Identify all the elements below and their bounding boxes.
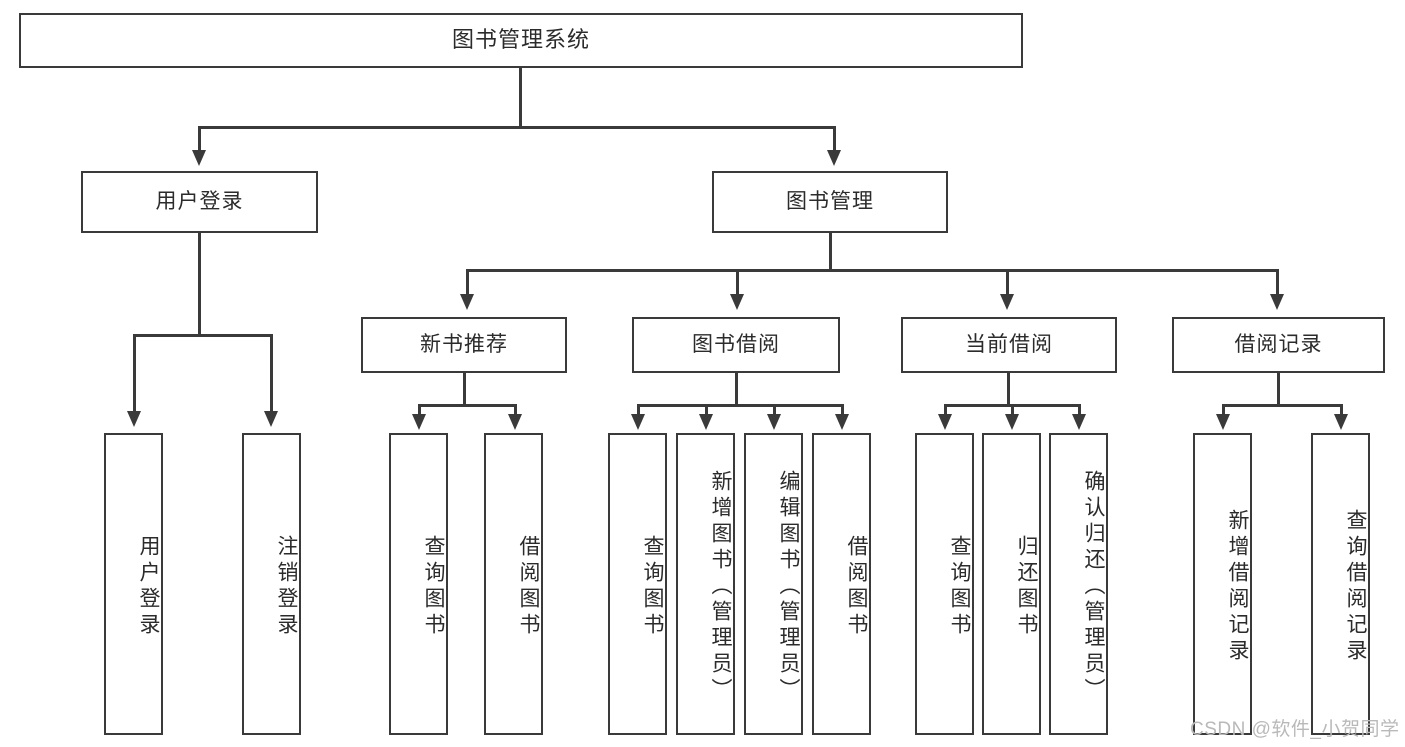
edge-nbr-leaf2 (514, 404, 517, 415)
arrow-down-icon-cb-leaf1 (938, 414, 952, 430)
leaf-user-login[interactable]: 用户登录 (104, 433, 163, 735)
leaf-return-book-label: 归还图书 (1015, 535, 1038, 639)
arrow-down-icon-new-book (460, 294, 474, 310)
leaf-logout-login[interactable]: 注销登录 (242, 433, 301, 735)
leaf-add-record-label: 新增借阅记录 (1226, 509, 1249, 665)
edge-bm-to-current-borrow (1006, 269, 1009, 295)
edge-bb-stem (735, 373, 738, 406)
node-book-borrow[interactable]: 图书借阅 (632, 317, 840, 373)
arrow-down-icon-current-borrow (1000, 294, 1014, 310)
arrow-down-icon-br-leaf2 (1334, 414, 1348, 430)
edge-nbr-bus (418, 404, 516, 407)
edge-br-leaf1 (1222, 404, 1225, 415)
node-new-book-recommend[interactable]: 新书推荐 (361, 317, 567, 373)
edge-user-login-leaf1 (133, 334, 136, 413)
edge-cb-leaf3 (1078, 404, 1081, 415)
edge-bb-leaf3 (773, 404, 776, 415)
node-current-borrow-label: 当前借阅 (965, 333, 1053, 357)
edge-bm-to-borrow-record (1276, 269, 1279, 295)
arrow-down-icon-bb-leaf3 (767, 414, 781, 430)
edge-bb-leaf2 (705, 404, 708, 415)
edge-cb-leaf1 (944, 404, 947, 415)
arrow-down-icon-leaf-user-login (127, 411, 141, 427)
edge-book-management-bus (466, 269, 1278, 272)
leaf-confirm-return-label: 确认归还（管理员） (1082, 470, 1105, 704)
edge-user-login-bus (133, 334, 272, 337)
edge-root-bus (198, 126, 835, 129)
edge-bb-bus (637, 404, 843, 407)
edge-br-bus (1222, 404, 1342, 407)
edge-bb-leaf1 (637, 404, 640, 415)
node-current-borrow[interactable]: 当前借阅 (901, 317, 1117, 373)
node-new-book-recommend-label: 新书推荐 (420, 333, 508, 357)
arrow-down-icon-bb-leaf2 (699, 414, 713, 430)
node-book-borrow-label: 图书借阅 (692, 333, 780, 357)
leaf-borrow-book-1[interactable]: 借阅图书 (484, 433, 543, 735)
leaf-return-book[interactable]: 归还图书 (982, 433, 1041, 735)
edge-root-to-book-management (833, 126, 836, 150)
edge-nbr-stem (463, 373, 466, 406)
leaf-add-book[interactable]: 新增图书（管理员） (676, 433, 735, 735)
leaf-query-book-3[interactable]: 查询图书 (915, 433, 974, 735)
leaf-user-login-label: 用户登录 (137, 535, 160, 639)
arrow-down-icon-book-borrow (730, 294, 744, 310)
edge-nbr-leaf1 (418, 404, 421, 415)
arrow-down-icon-bb-leaf4 (835, 414, 849, 430)
leaf-confirm-return[interactable]: 确认归还（管理员） (1049, 433, 1108, 735)
leaf-logout-login-label: 注销登录 (275, 535, 298, 639)
arrow-down-icon-nbr-leaf1 (412, 414, 426, 430)
arrow-down-icon-book-management (827, 150, 841, 166)
leaf-edit-book-label: 编辑图书（管理员） (777, 470, 800, 704)
leaf-query-book-2-label: 查询图书 (641, 535, 664, 639)
arrow-down-icon-cb-leaf3 (1072, 414, 1086, 430)
leaf-query-book-1[interactable]: 查询图书 (389, 433, 448, 735)
node-borrow-record-label: 借阅记录 (1234, 333, 1323, 357)
node-root-system[interactable]: 图书管理系统 (19, 13, 1023, 68)
leaf-query-book-1-label: 查询图书 (422, 535, 445, 639)
watermark-text: CSDN @软件_小贺同学 (1190, 719, 1400, 740)
leaf-borrow-book-2-label: 借阅图书 (845, 535, 868, 639)
edge-cb-stem (1007, 373, 1010, 406)
node-book-management[interactable]: 图书管理 (712, 171, 948, 233)
leaf-add-book-label: 新增图书（管理员） (709, 470, 732, 704)
edge-bm-to-new-book (466, 269, 469, 295)
arrow-down-icon-bb-leaf1 (631, 414, 645, 430)
edge-br-stem (1277, 373, 1280, 406)
edge-root-to-user-login (198, 126, 201, 150)
arrow-down-icon-nbr-leaf2 (508, 414, 522, 430)
edge-cb-leaf2 (1011, 404, 1014, 415)
leaf-query-record-label: 查询借阅记录 (1344, 509, 1367, 665)
node-borrow-record[interactable]: 借阅记录 (1172, 317, 1385, 373)
arrow-down-icon-leaf-logout-login (264, 411, 278, 427)
arrow-down-icon-cb-leaf2 (1005, 414, 1019, 430)
node-user-login[interactable]: 用户登录 (81, 171, 318, 233)
edge-root-stem (519, 68, 522, 127)
arrow-down-icon-borrow-record (1270, 294, 1284, 310)
leaf-add-record[interactable]: 新增借阅记录 (1193, 433, 1252, 735)
node-root-system-label: 图书管理系统 (451, 27, 590, 53)
leaf-query-book-2[interactable]: 查询图书 (608, 433, 667, 735)
edge-bb-leaf4 (841, 404, 844, 415)
leaf-query-record[interactable]: 查询借阅记录 (1311, 433, 1370, 735)
leaf-query-book-3-label: 查询图书 (948, 535, 971, 639)
arrow-down-icon-br-leaf1 (1216, 414, 1230, 430)
edge-user-login-stem (198, 233, 201, 336)
node-book-management-label: 图书管理 (786, 190, 874, 214)
leaf-edit-book[interactable]: 编辑图书（管理员） (744, 433, 803, 735)
arrow-down-icon-user-login (192, 150, 206, 166)
leaf-borrow-book-1-label: 借阅图书 (517, 535, 540, 639)
edge-user-login-leaf2 (270, 334, 273, 413)
node-user-login-label: 用户登录 (155, 190, 244, 214)
edge-book-management-stem (829, 233, 832, 271)
edge-bm-to-book-borrow (736, 269, 739, 295)
edge-br-leaf2 (1340, 404, 1343, 415)
leaf-borrow-book-2[interactable]: 借阅图书 (812, 433, 871, 735)
